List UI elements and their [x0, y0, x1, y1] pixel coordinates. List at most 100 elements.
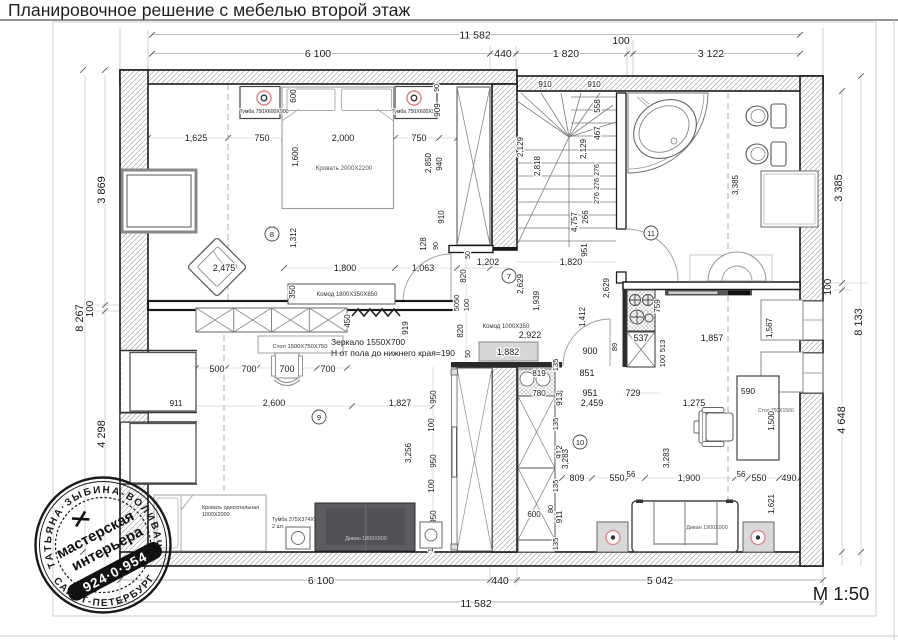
svg-text:1,412: 1,412 [578, 306, 587, 327]
svg-text:Тумба 375X374X550: Тумба 375X374X550 [272, 517, 323, 523]
svg-text:910: 910 [538, 80, 552, 89]
svg-text:350: 350 [288, 285, 297, 299]
svg-text:729: 729 [625, 388, 640, 398]
svg-text:3 869: 3 869 [96, 176, 108, 204]
svg-text:276: 276 [594, 192, 601, 204]
svg-text:700: 700 [241, 364, 256, 374]
svg-text:1,857: 1,857 [701, 333, 724, 343]
svg-text:1,625: 1,625 [185, 133, 208, 143]
svg-text:100: 100 [823, 278, 834, 295]
svg-text:3,283: 3,283 [662, 447, 671, 468]
svg-text:2,629: 2,629 [602, 277, 611, 298]
svg-text:6 100: 6 100 [308, 575, 334, 587]
svg-text:911: 911 [555, 510, 564, 523]
svg-text:950: 950 [429, 390, 438, 404]
svg-text:11 582: 11 582 [459, 30, 490, 42]
svg-text:8 267: 8 267 [74, 304, 86, 332]
svg-text:5 042: 5 042 [647, 575, 673, 587]
svg-text:135: 135 [551, 418, 560, 431]
svg-text:Диван 1800X900: Диван 1800X900 [345, 536, 387, 542]
svg-text:3 385: 3 385 [833, 174, 845, 202]
svg-text:80: 80 [546, 505, 555, 513]
svg-text:2,850: 2,850 [424, 152, 433, 173]
svg-text:550: 550 [609, 473, 624, 483]
svg-text:2,818: 2,818 [533, 155, 542, 176]
svg-text:56: 56 [627, 470, 636, 479]
svg-text:2,600: 2,600 [263, 398, 286, 408]
svg-text:6 100: 6 100 [305, 48, 331, 60]
svg-text:128: 128 [419, 237, 428, 251]
svg-text:8: 8 [270, 230, 274, 239]
svg-text:135: 135 [551, 538, 560, 551]
svg-text:550: 550 [751, 473, 766, 483]
svg-text:913: 913 [556, 390, 565, 404]
svg-text:1,063: 1,063 [412, 263, 435, 273]
svg-text:1,202: 1,202 [477, 257, 500, 267]
svg-text:909: 909 [433, 103, 442, 117]
svg-text:2,629: 2,629 [516, 273, 525, 294]
svg-text:276: 276 [594, 178, 601, 190]
svg-text:912: 912 [555, 445, 564, 459]
svg-text:820: 820 [459, 269, 468, 283]
svg-text:820: 820 [456, 324, 465, 338]
svg-text:Зеркало 1550X700: Зеркало 1550X700 [331, 337, 405, 347]
svg-text:4 298: 4 298 [96, 420, 108, 448]
svg-text:467: 467 [593, 126, 602, 140]
svg-text:940: 940 [435, 157, 444, 171]
svg-text:600: 600 [527, 510, 541, 519]
svg-text:809: 809 [569, 473, 584, 483]
svg-text:1,600: 1,600 [291, 146, 300, 167]
svg-text:1000X2000: 1000X2000 [202, 512, 230, 518]
svg-text:2,129: 2,129 [579, 138, 588, 159]
svg-text:558: 558 [593, 99, 602, 113]
svg-text:951: 951 [582, 388, 597, 398]
svg-text:910: 910 [437, 210, 446, 224]
svg-text:1,800: 1,800 [334, 263, 357, 273]
svg-text:11 582: 11 582 [460, 598, 491, 610]
svg-text:Кровать односпальная: Кровать односпальная [202, 505, 259, 511]
svg-text:913: 913 [555, 392, 564, 406]
svg-text:780: 780 [532, 389, 546, 398]
svg-text:Комод 1800X350X850: Комод 1800X350X850 [317, 292, 378, 298]
svg-text:Стол 1500X750X750: Стол 1500X750X750 [273, 344, 328, 350]
svg-text:911: 911 [170, 399, 183, 408]
svg-text:Тумба 750X600X900: Тумба 750X600X900 [392, 109, 441, 115]
svg-text:100: 100 [462, 299, 471, 312]
svg-text:Планировочное решение с мебель: Планировочное решение с мебелью второй э… [8, 0, 410, 20]
svg-text:600: 600 [289, 89, 298, 103]
svg-text:Диван 1900X900: Диван 1900X900 [686, 525, 728, 531]
svg-text:490: 490 [781, 473, 796, 483]
svg-text:10: 10 [576, 438, 584, 447]
svg-text:2,475: 2,475 [213, 263, 236, 273]
svg-text:266: 266 [581, 210, 590, 224]
svg-text:100: 100 [612, 35, 630, 47]
svg-text:1,827: 1,827 [389, 398, 412, 408]
svg-text:1 820: 1 820 [553, 48, 579, 60]
svg-text:1,900: 1,900 [678, 473, 701, 483]
svg-text:8 133: 8 133 [853, 308, 865, 336]
svg-text:М 1:50: М 1:50 [813, 583, 870, 604]
svg-text:50: 50 [465, 251, 472, 259]
svg-text:135: 135 [551, 480, 560, 493]
svg-text:100: 100 [427, 479, 436, 493]
svg-text:1,621: 1,621 [767, 493, 776, 514]
svg-text:900: 900 [582, 346, 597, 356]
svg-text:50: 50 [465, 350, 472, 358]
svg-text:2,000: 2,000 [332, 133, 355, 143]
svg-text:100: 100 [658, 355, 667, 368]
svg-text:3,283: 3,283 [561, 448, 570, 469]
svg-text:90: 90 [434, 84, 441, 92]
svg-text:759: 759 [653, 299, 662, 313]
svg-text:2,922: 2,922 [519, 330, 542, 340]
svg-text:819: 819 [532, 369, 546, 378]
svg-text:56: 56 [737, 470, 746, 479]
svg-text:951: 951 [580, 243, 589, 257]
svg-text:3,385: 3,385 [731, 174, 740, 195]
svg-text:950: 950 [429, 510, 438, 524]
svg-text:700: 700 [320, 364, 335, 374]
svg-text:5050: 5050 [452, 295, 461, 312]
svg-text:1,939: 1,939 [532, 290, 541, 311]
svg-text:Н от пола до нижнего края=190: Н от пола до нижнего края=190 [331, 348, 455, 358]
svg-text:89: 89 [610, 343, 619, 351]
svg-text:700: 700 [279, 364, 294, 374]
